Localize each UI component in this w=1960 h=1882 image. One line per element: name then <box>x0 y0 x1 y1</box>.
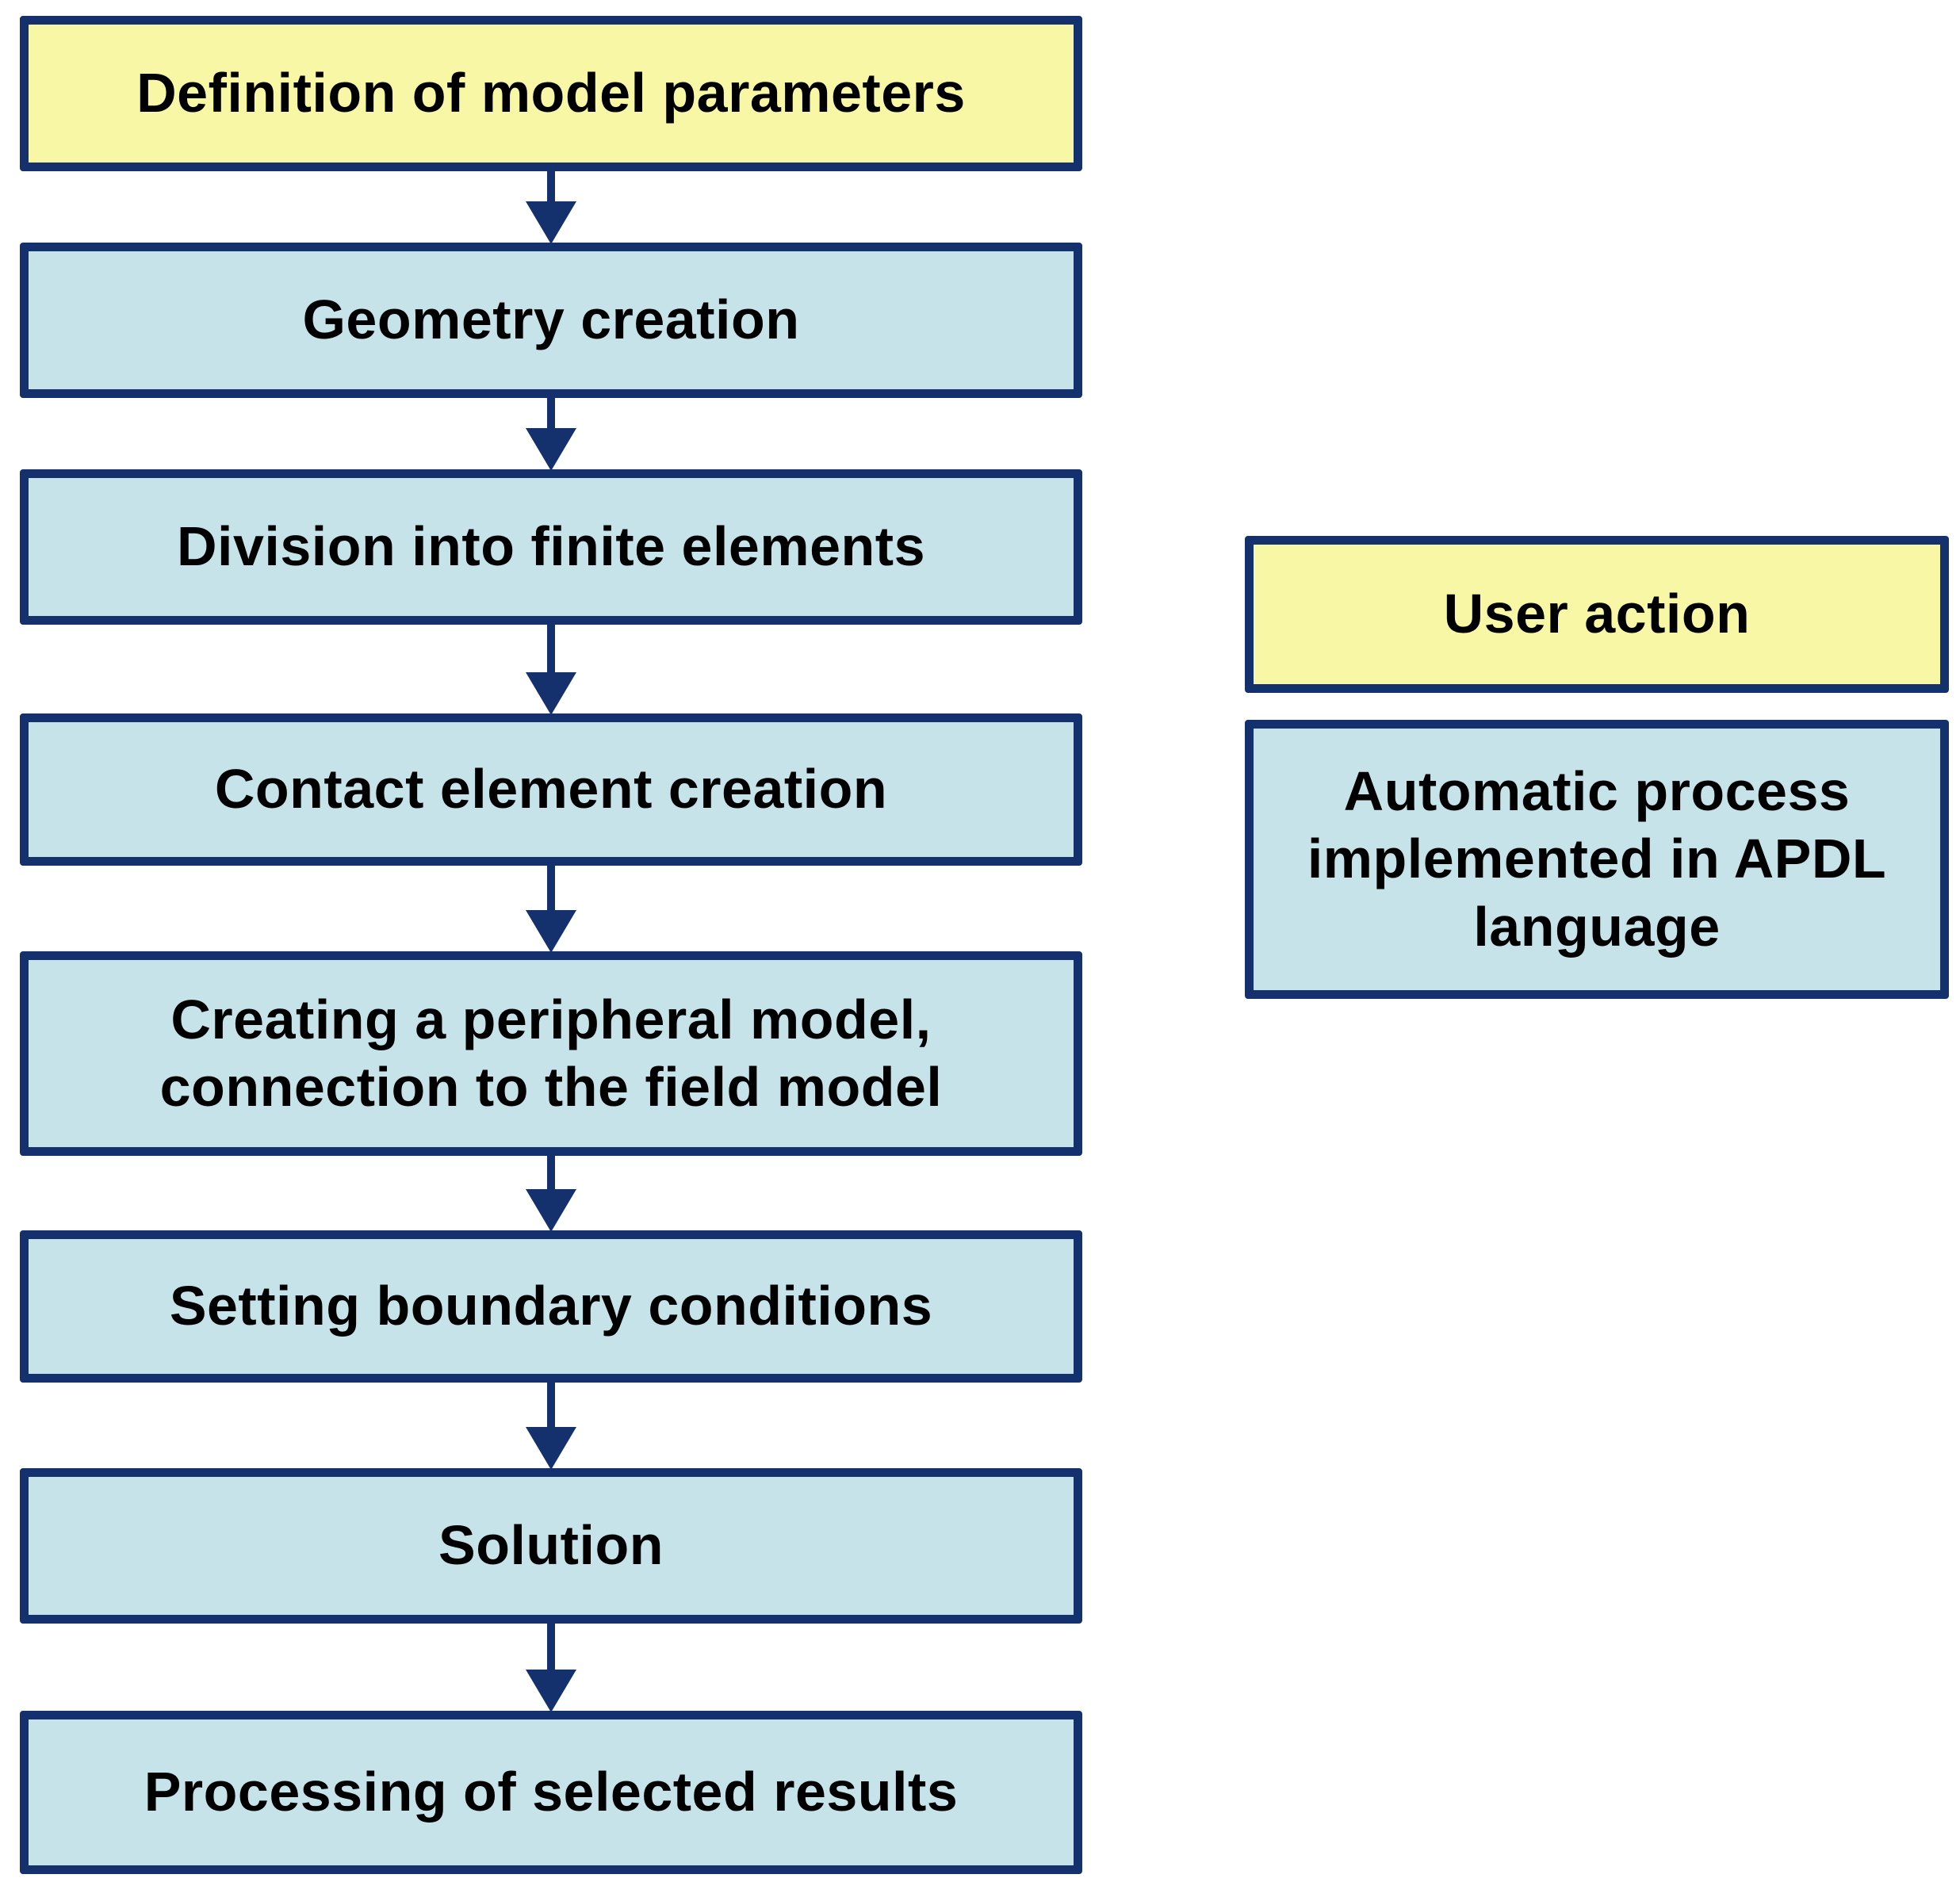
flow-arrow-4 <box>526 864 576 953</box>
flow-step-label: Contact element creation <box>214 758 888 821</box>
arrow-down-icon <box>526 1189 576 1232</box>
legend-automatic-process-label: Automatic process implemented in APDL la… <box>1307 759 1887 958</box>
legend-user-action: User action <box>1245 536 1949 693</box>
flow-step-solution: Solution <box>20 1468 1082 1624</box>
flow-step-contact-element-creation: Contact element creation <box>20 713 1082 866</box>
arrow-down-icon <box>526 201 576 244</box>
arrow-stem <box>547 170 555 205</box>
arrow-down-icon <box>526 910 576 953</box>
arrow-stem <box>547 396 555 431</box>
flow-arrow-2 <box>526 396 576 471</box>
flow-step-processing-of-selected-results: Processing of selected results <box>20 1711 1082 1874</box>
legend-automatic-process: Automatic process implemented in APDL la… <box>1245 720 1949 999</box>
flow-step-label: Division into finite elements <box>176 515 926 578</box>
arrow-stem <box>547 1381 555 1430</box>
arrow-down-icon <box>526 428 576 471</box>
flow-step-definition-of-model-parameters: Definition of model parameters <box>20 16 1082 171</box>
arrow-down-icon <box>526 672 576 715</box>
flow-step-label: Processing of selected results <box>144 1761 959 1823</box>
flow-arrow-7 <box>526 1622 576 1712</box>
flow-step-label: Definition of model parameters <box>136 62 966 124</box>
flow-step-geometry-creation: Geometry creation <box>20 243 1082 398</box>
flow-step-label: Geometry creation <box>302 289 800 351</box>
flow-step-setting-boundary-conditions: Setting boundary conditions <box>20 1230 1082 1383</box>
flow-arrow-5 <box>526 1154 576 1232</box>
arrow-down-icon <box>526 1670 576 1712</box>
flow-arrow-3 <box>526 623 576 715</box>
arrow-stem <box>547 623 555 675</box>
arrow-stem <box>547 1154 555 1192</box>
flow-step-label: Setting boundary conditions <box>169 1275 933 1337</box>
flow-arrow-1 <box>526 170 576 244</box>
legend-user-action-label: User action <box>1443 583 1751 645</box>
flow-step-label: Creating a peripheral model, connection … <box>159 988 943 1118</box>
flow-step-division-into-finite-elements: Division into finite elements <box>20 469 1082 625</box>
arrow-down-icon <box>526 1427 576 1470</box>
flow-arrow-6 <box>526 1381 576 1470</box>
arrow-stem <box>547 864 555 913</box>
flow-step-creating-peripheral-model: Creating a peripheral model, connection … <box>20 951 1082 1156</box>
arrow-stem <box>547 1622 555 1673</box>
flow-step-label: Solution <box>438 1514 664 1577</box>
